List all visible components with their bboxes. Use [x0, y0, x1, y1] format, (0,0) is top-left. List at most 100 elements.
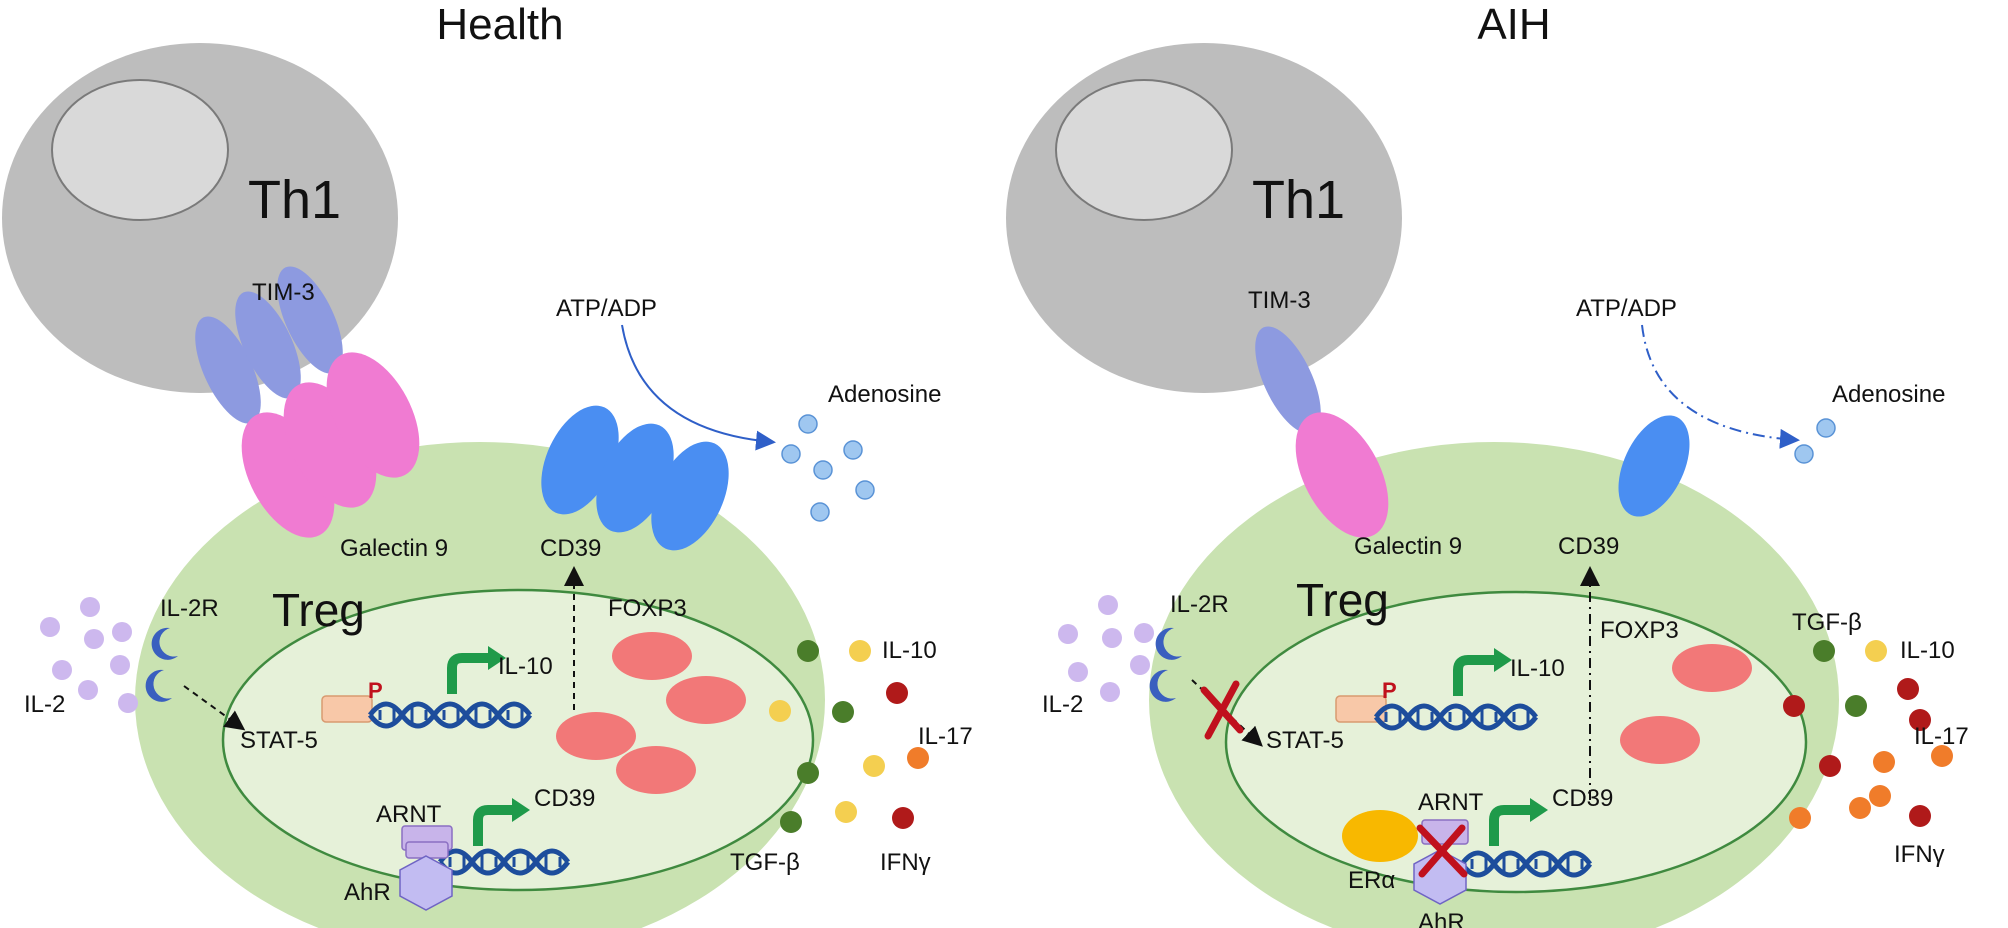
- ifng-dot: [1909, 709, 1931, 731]
- ifng-dot: [1909, 805, 1931, 827]
- ifng-dot: [886, 682, 908, 704]
- cd39-transcription-arrowhead: [1530, 798, 1548, 822]
- il2r-label: IL-2R: [160, 595, 219, 622]
- galectin9-ligand: [1295, 412, 1389, 538]
- tgfb-dot: [832, 701, 854, 723]
- il17-cytokine-label: IL-17: [1914, 723, 1969, 750]
- il2r-receptor: [145, 627, 178, 702]
- cd39-surface-label: CD39: [540, 535, 601, 562]
- il10-transcription-arrow: [447, 653, 490, 694]
- cd39-gene-label: CD39: [1552, 785, 1613, 812]
- aih-diagram: Th1 Treg TIM-3 Galectin 9 CD39 ATP/ADP A…: [1006, 43, 1969, 928]
- il10-cytokine-label: IL-10: [1900, 637, 1955, 664]
- phosphate-label: P: [1382, 678, 1397, 703]
- foxp3-label: FOXP3: [608, 595, 687, 622]
- galectin9-label: Galectin 9: [1354, 533, 1462, 560]
- dna-helix-cd39: [1459, 850, 1593, 878]
- ifng-dot: [1783, 695, 1805, 717]
- il2-label: IL-2: [24, 691, 65, 718]
- panel-title: Health: [436, 0, 564, 49]
- tgfb-dot: [797, 640, 819, 662]
- il17-dot: [1789, 807, 1811, 829]
- tim3-receptor: [1255, 326, 1321, 434]
- tgfb-dot: [780, 811, 802, 833]
- adenosine-dots: [1794, 418, 1836, 464]
- phosphate-label: P: [368, 678, 383, 703]
- il2r-to-stat5-arrow: [183, 685, 246, 731]
- ahr-label: AhR: [1418, 909, 1465, 928]
- il10-transcription-arrow: [1453, 655, 1496, 696]
- era-label: ERα: [1348, 867, 1395, 894]
- il17-dot: [907, 747, 929, 769]
- il10-dot: [835, 801, 857, 823]
- cd39-gene-label: CD39: [534, 785, 595, 812]
- il17-dot: [1931, 745, 1953, 767]
- il17-dot: [1873, 751, 1895, 773]
- il17-cytokine-label: IL-17: [918, 723, 973, 750]
- th1-nucleus: [51, 79, 229, 221]
- il10-dot: [1865, 640, 1887, 662]
- il2-label: IL-2: [1042, 691, 1083, 718]
- il10-dot: [863, 755, 885, 777]
- panel-title: AIH: [1477, 0, 1551, 49]
- ahr-hexagon: [399, 855, 453, 911]
- il2r-label: IL-2R: [1170, 591, 1229, 618]
- ifng-cytokine-label: IFNγ: [880, 849, 931, 876]
- tgfb-cytokine-label: TGF-β: [1792, 609, 1862, 636]
- cd39-transcription-arrow: [473, 805, 514, 846]
- foxp3-blobs: [556, 632, 746, 794]
- th1-label: Th1: [1252, 170, 1345, 230]
- cd39-transcription-arrow: [1489, 805, 1532, 846]
- il10-transcription-arrowhead: [1494, 648, 1512, 672]
- era-ellipse: [1342, 810, 1418, 862]
- arnt-box-lower: [405, 841, 449, 859]
- foxp3-blobs: [1620, 644, 1752, 764]
- adenosine-label: Adenosine: [1832, 381, 1945, 408]
- arnt-label: ARNT: [376, 801, 442, 828]
- phosphate-box: [321, 695, 373, 723]
- tim3-label: TIM-3: [1248, 287, 1311, 314]
- cytokine-dots: [1783, 640, 1953, 829]
- il17-dot: [1869, 785, 1891, 807]
- cd39-transcription-arrowhead: [512, 798, 530, 822]
- ifng-cytokine-label: IFNγ: [1894, 841, 1945, 868]
- il2-dots: [1058, 595, 1154, 702]
- health-panel: Health Th1 Treg TIM-3: [2, 0, 973, 928]
- cd39-surface-receptors: [541, 405, 729, 551]
- stat5-block-x: [1200, 680, 1244, 740]
- treg-label: Treg: [272, 584, 365, 636]
- il10-gene-label: IL-10: [1510, 655, 1565, 682]
- stat5-label: STAT-5: [240, 727, 318, 754]
- galectin9-ligands: [241, 352, 420, 538]
- foxp3-label: FOXP3: [1600, 617, 1679, 644]
- tgfb-dot: [1845, 695, 1867, 717]
- dna-helix-il10: [1373, 703, 1539, 731]
- cd39-surface-label: CD39: [1558, 533, 1619, 560]
- health-diagram: Th1 Treg TIM-3 Galectin 9 CD39 ATP/ADP A…: [2, 43, 973, 928]
- il2r-receptor: [1149, 627, 1182, 702]
- il10-transcription-arrowhead: [488, 646, 506, 670]
- ifng-dot: [1819, 755, 1841, 777]
- dna-helix-il10: [367, 701, 533, 729]
- aih-panel: AIH Th1 Treg TIM-3 Galectin 9 CD39 ATP/A…: [1004, 0, 2008, 928]
- tgfb-cytokine-label: TGF-β: [730, 849, 800, 876]
- treg-label: Treg: [1296, 574, 1389, 626]
- il2-dots: [40, 597, 138, 713]
- dna-helix-cd39: [437, 848, 571, 876]
- cd39-surface-receptor: [1618, 415, 1690, 517]
- ahr-label: AhR: [344, 879, 391, 906]
- tim3-receptors: [195, 266, 343, 424]
- il10-cytokine-label: IL-10: [882, 637, 937, 664]
- il17-dot: [1849, 797, 1871, 819]
- galectin9-label: Galectin 9: [340, 535, 448, 562]
- tim3-label: TIM-3: [252, 279, 315, 306]
- tgfb-dot: [1813, 640, 1835, 662]
- adenosine-label: Adenosine: [828, 381, 941, 408]
- il10-dot: [849, 640, 871, 662]
- il10-gene-label: IL-10: [498, 653, 553, 680]
- atp-adp-label: ATP/ADP: [556, 295, 657, 322]
- adenosine-dots: [781, 414, 875, 522]
- cytokine-dots: [769, 640, 929, 833]
- il10-dot: [769, 700, 791, 722]
- arnt-ahr-block-x: [1416, 824, 1468, 878]
